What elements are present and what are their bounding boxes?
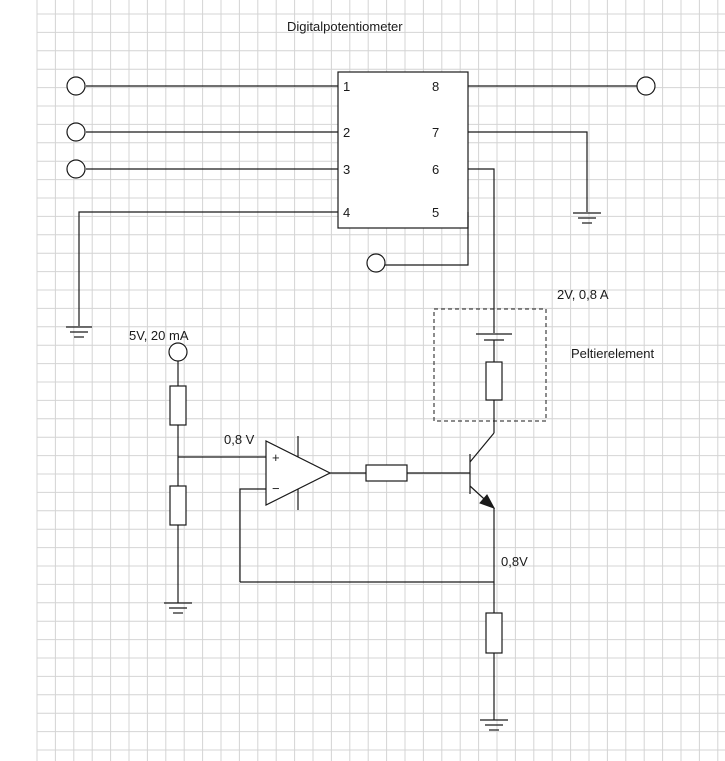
- npn-transistor: [469, 432, 496, 509]
- peltier-source-symbol: [476, 333, 512, 341]
- ic-pin-label-7: 7: [432, 125, 440, 140]
- emitter-voltage-label: 0,8V: [501, 554, 528, 569]
- ic-pin-label-4: 4: [343, 205, 351, 220]
- ic-pin-label-6: 6: [432, 162, 440, 177]
- base-resistor: [365, 464, 408, 482]
- pin6-wire: [468, 168, 495, 333]
- divider-resistor-bottom: [169, 485, 187, 526]
- emitter-arrow: [479, 494, 496, 509]
- terminal-pin1[interactable]: [66, 76, 86, 96]
- emitter-resistor: [485, 612, 503, 654]
- pin4-wire: [66, 211, 338, 338]
- peltier-name-label: Peltierelement: [571, 346, 655, 361]
- ground-symbol-emitter: [480, 719, 508, 731]
- terminal-pin5[interactable]: [366, 253, 386, 273]
- ic-body: [337, 71, 469, 229]
- peltier-resistor: [485, 361, 503, 401]
- pin8-wire: [468, 76, 656, 96]
- terminal-5v-supply[interactable]: [168, 342, 188, 362]
- terminal-pin2[interactable]: [66, 122, 86, 142]
- ic-pin-label-5: 5: [432, 205, 440, 220]
- peltier-rating-label: 2V, 0,8 A: [557, 287, 609, 302]
- pin7-wire: [468, 131, 601, 224]
- ic-pin-label-3: 3: [343, 162, 351, 177]
- ic-pin-label-8: 8: [432, 79, 440, 94]
- pin3-wire: [66, 159, 338, 179]
- divider-resistor-top: [169, 385, 187, 426]
- supply-label: 5V, 20 mA: [129, 328, 189, 343]
- ground-symbol-pin7: [573, 212, 601, 224]
- pin1-wire: [66, 76, 338, 96]
- terminal-pin8[interactable]: [636, 76, 656, 96]
- terminal-pin3[interactable]: [66, 159, 86, 179]
- diagram-title: Digitalpotentiometer: [287, 19, 403, 34]
- opamp-minus-feedback-wire: [239, 488, 266, 582]
- grid-background: [36, 0, 725, 761]
- pin5-wire: [366, 212, 469, 273]
- opamp-minus-sign: −: [272, 481, 280, 496]
- ground-symbol-divider: [164, 602, 192, 614]
- ic-pin-label-1: 1: [343, 79, 351, 94]
- ic-pin-label-2: 2: [343, 125, 351, 140]
- pin2-wire: [66, 122, 338, 142]
- peltier-box: [433, 308, 547, 422]
- op-amp: [265, 436, 332, 510]
- ground-symbol-pin4: [66, 326, 92, 338]
- opamp-plus-sign: +: [272, 450, 280, 465]
- opamp-input-voltage-label: 0,8 V: [224, 432, 255, 447]
